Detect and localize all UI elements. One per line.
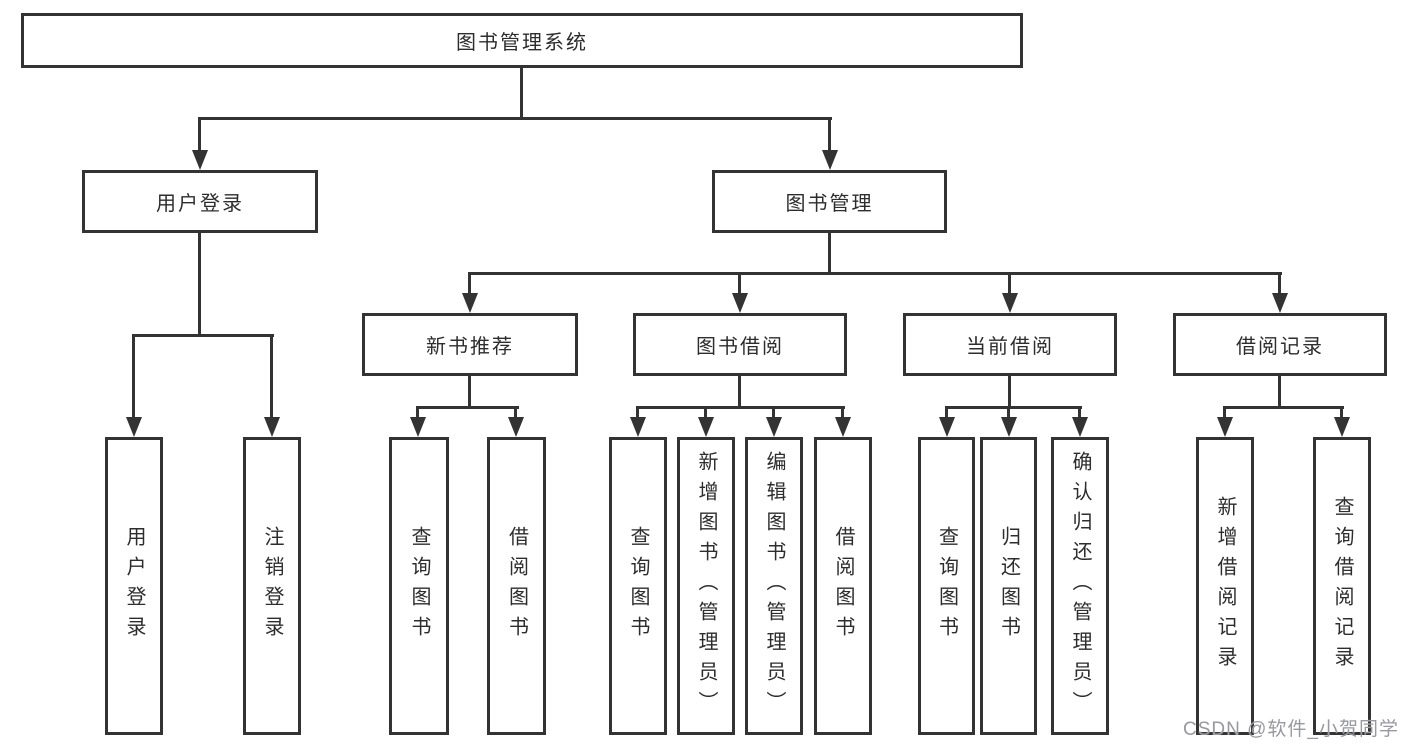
- connector-line: [841, 406, 844, 420]
- connector-line: [132, 334, 135, 420]
- arrowhead-down-icon: [766, 417, 782, 437]
- connector-line: [1223, 406, 1226, 420]
- node-book-borrowing: 图书借阅: [633, 313, 847, 376]
- connector-line: [468, 272, 1282, 275]
- node-new-book-recommendation: 新书推荐: [362, 313, 578, 376]
- connector-line: [636, 406, 845, 409]
- node-current-borrowing: 当前借阅: [903, 313, 1117, 376]
- connector-line: [945, 406, 948, 420]
- arrowhead-down-icon: [1334, 417, 1350, 437]
- connector-line: [738, 374, 741, 409]
- connector-line: [1278, 272, 1281, 297]
- connector-line: [132, 334, 274, 337]
- arrowhead-down-icon: [508, 417, 524, 437]
- connector-line: [1008, 374, 1011, 409]
- arrowhead-down-icon: [410, 417, 426, 437]
- leaf-confirm-return-admin: 确认归还（管理员）: [1051, 437, 1109, 735]
- leaf-user-login: 用户登录: [105, 437, 163, 735]
- connector-line: [945, 406, 1082, 409]
- connector-line: [468, 272, 471, 297]
- connector-line: [1223, 406, 1344, 409]
- leaf-add-books-admin: 新增图书（管理员）: [677, 437, 735, 735]
- connector-line: [828, 231, 831, 275]
- connector-line: [1340, 406, 1343, 420]
- arrowhead-down-icon: [1217, 417, 1233, 437]
- arrowhead-down-icon: [835, 417, 851, 437]
- arrowhead-down-icon: [939, 417, 955, 437]
- connector-line: [198, 117, 832, 120]
- connector-line: [1278, 374, 1281, 409]
- connector-line: [514, 406, 517, 420]
- connector-line: [198, 117, 201, 155]
- connector-line: [520, 66, 523, 120]
- leaf-logout-login: 注销登录: [243, 437, 301, 735]
- leaf-add-borrow-record: 新增借阅记录: [1196, 437, 1254, 735]
- arrowhead-down-icon: [1272, 293, 1288, 313]
- leaf-return-books: 归还图书: [980, 437, 1037, 735]
- connector-line: [1078, 406, 1081, 420]
- arrowhead-down-icon: [630, 417, 646, 437]
- leaf-borrow-books: 借阅图书: [814, 437, 872, 735]
- arrowhead-down-icon: [1001, 417, 1017, 437]
- arrowhead-down-icon: [126, 417, 142, 437]
- arrowhead-down-icon: [1072, 417, 1088, 437]
- leaf-edit-books-admin: 编辑图书（管理员）: [745, 437, 803, 735]
- node-book-management: 图书管理: [712, 170, 947, 233]
- leaf-borrow-books-recommend: 借阅图书: [487, 437, 546, 735]
- connector-line: [704, 406, 707, 420]
- connector-line: [270, 334, 273, 420]
- node-library-management-system: 图书管理系统: [21, 13, 1023, 68]
- leaf-query-books-current: 查询图书: [918, 437, 975, 735]
- node-borrowing-records: 借阅记录: [1173, 313, 1387, 376]
- arrowhead-down-icon: [698, 417, 714, 437]
- connector-line: [772, 406, 775, 420]
- connector-line: [198, 231, 201, 337]
- arrowhead-down-icon: [732, 293, 748, 313]
- arrowhead-down-icon: [462, 293, 478, 313]
- arrowhead-down-icon: [1002, 293, 1018, 313]
- arrowhead-down-icon: [822, 150, 838, 170]
- connector-line: [468, 374, 471, 409]
- connector-line: [828, 117, 831, 155]
- leaf-query-books-recommend: 查询图书: [389, 437, 449, 735]
- connector-line: [416, 406, 419, 420]
- leaf-query-books-borrowing: 查询图书: [609, 437, 667, 735]
- arrowhead-down-icon: [192, 150, 208, 170]
- watermark: CSDN @软件_小贺同学: [1183, 719, 1399, 740]
- leaf-query-borrow-record: 查询借阅记录: [1313, 437, 1371, 735]
- connector-line: [738, 272, 741, 297]
- connector-line: [1008, 272, 1011, 297]
- connector-line: [1007, 406, 1010, 420]
- connector-line: [416, 406, 519, 409]
- node-user-login: 用户登录: [82, 170, 318, 233]
- arrowhead-down-icon: [264, 417, 280, 437]
- connector-line: [636, 406, 639, 420]
